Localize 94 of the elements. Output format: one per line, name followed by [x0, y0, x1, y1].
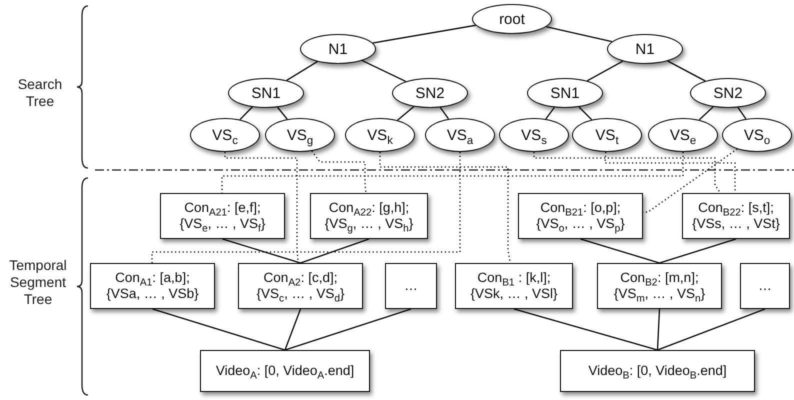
node-text: VS$_{e}$	[670, 126, 696, 144]
segment-box	[455, 263, 573, 309]
node-text: {VS$_{c}$, … , VS$_{d}$}	[256, 286, 344, 302]
node-text: VS$_{a}$	[446, 126, 474, 144]
connector-line	[698, 106, 714, 120]
node-text: SN1	[550, 84, 580, 102]
connector-line	[586, 60, 624, 82]
tree-node-ellipse	[300, 34, 376, 64]
dotted-connector	[604, 152, 736, 194]
node-text: …	[404, 278, 418, 294]
connector-line	[284, 308, 412, 351]
connector-line	[659, 238, 736, 264]
connector-line	[284, 308, 302, 350]
section-label: Search Tree	[16, 76, 64, 110]
segment-box	[310, 193, 428, 239]
connector-line	[277, 106, 288, 120]
tree-node-ellipse	[190, 118, 260, 152]
node-text: Con$_{A1}$: [a,b];	[115, 270, 190, 286]
connector-line	[240, 106, 253, 120]
segment-box	[740, 263, 790, 309]
video-box	[560, 350, 755, 392]
segment-box	[682, 193, 790, 239]
dotted-connector	[151, 152, 461, 264]
connector-line	[222, 238, 301, 264]
tree-node-ellipse	[425, 118, 495, 152]
node-text: Con$_{B22}$: [s,t];	[698, 200, 774, 216]
node-text: Con$_{A2}$: [c,d];	[264, 270, 338, 286]
dotted-connector	[221, 152, 684, 193]
tree-node-ellipse	[265, 118, 335, 152]
segment-box	[518, 193, 643, 239]
segment-box	[238, 263, 363, 309]
node-text: {VSa, … , VSb}	[106, 286, 199, 302]
node-text: SN2	[713, 84, 743, 102]
node-text: {VS$_{e}$, … , VS$_{f}$}	[180, 216, 266, 232]
node-text: VS$_{o}$	[744, 126, 770, 144]
node-text: VS$_{c}$	[212, 126, 238, 144]
connector-line	[362, 60, 406, 82]
connector-line	[657, 308, 766, 351]
dotted-connector	[379, 152, 511, 264]
tree-node-ellipse	[472, 4, 552, 34]
segment-box	[160, 193, 285, 239]
connector-line	[152, 308, 286, 351]
dotted-connector	[224, 152, 299, 264]
segment-box	[385, 263, 437, 309]
segment-box	[597, 263, 722, 309]
node-text: Con$_{A22}$: [g,h];	[328, 200, 410, 216]
connector-line	[545, 107, 555, 120]
node-text: root	[499, 10, 525, 28]
section-label: Temporal Segment Tree	[8, 257, 68, 308]
node-text: SN2	[415, 84, 445, 102]
tree-node-ellipse	[607, 34, 683, 64]
node-text: Video$_{A}$: [0, Video$_{A}$.end]	[216, 362, 354, 380]
connector-line	[397, 106, 414, 121]
connector-line	[580, 238, 660, 264]
node-text: Con$_{B21}$: [o,p];	[540, 200, 621, 216]
tree-node-ellipse	[572, 118, 642, 152]
node-text: {VSk, … , VSl}	[470, 286, 558, 302]
tree-node-ellipse	[690, 78, 766, 108]
connector-line	[737, 107, 746, 120]
node-text: N1	[635, 40, 655, 58]
node-text: N1	[328, 40, 348, 58]
connector-line	[546, 26, 612, 42]
node-text: Con$_{B1}$ : [k,l];	[477, 270, 551, 286]
connector-line	[667, 60, 706, 82]
tree-node-ellipse	[228, 78, 304, 108]
tree-node-ellipse	[648, 118, 718, 152]
node-text: VS$_{t}$	[595, 126, 619, 144]
tree-node-ellipse	[722, 118, 792, 152]
tree-node-ellipse	[345, 118, 415, 152]
connector-line	[514, 308, 658, 351]
connector-line	[656, 308, 660, 350]
node-text: VS$_{s}$	[521, 126, 547, 144]
dotted-connector	[311, 150, 367, 194]
connector-line	[578, 106, 592, 120]
node-text: …	[758, 278, 772, 294]
node-text: Con$_{B2}$: [m,n];	[620, 270, 699, 286]
connector-line	[440, 107, 450, 120]
dotted-connector	[533, 152, 721, 194]
node-text: VS$_{k}$	[367, 126, 393, 144]
segment-box	[90, 263, 215, 309]
node-text: Video$_{B}$: [0, Video$_{B}$.end]	[588, 362, 727, 380]
node-text: {VS$_{m}$, … , VS$_{n}$}	[614, 286, 706, 302]
tree-node-ellipse	[527, 78, 603, 108]
node-text: SN1	[251, 84, 281, 102]
connector-line	[286, 61, 318, 81]
connector-line	[300, 238, 370, 264]
node-text: {VS$_{g}$, … , VS$_{h}$}	[324, 216, 414, 232]
node-text: Con$_{A21}$: [e,f];	[184, 200, 261, 216]
tree-node-ellipse	[392, 78, 468, 108]
node-text: {VSs, … , VSt}	[692, 216, 780, 232]
tree-node-ellipse	[499, 118, 569, 152]
node-text: {VS$_{o}$, … , VS$_{p}$}	[536, 216, 625, 232]
video-box	[200, 350, 370, 392]
connector-line	[372, 24, 476, 44]
